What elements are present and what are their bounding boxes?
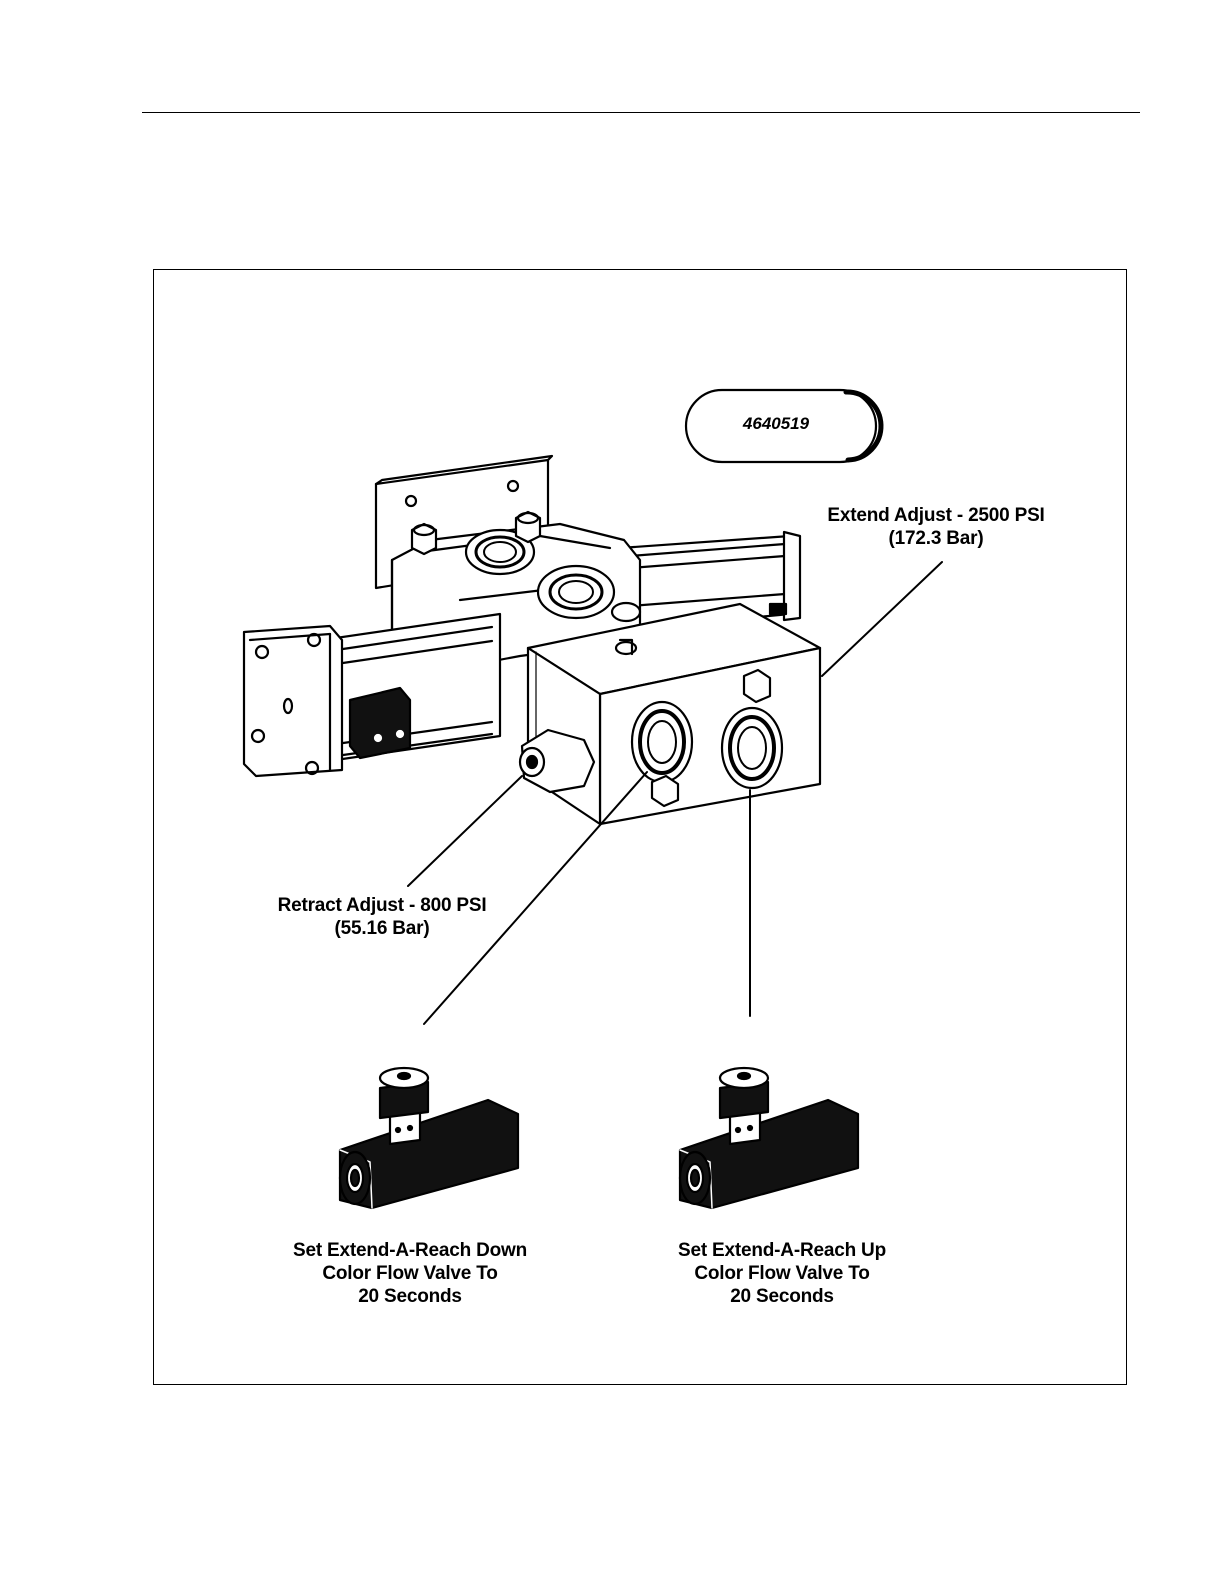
down-valve-line3: 20 Seconds bbox=[270, 1285, 550, 1308]
retract-adjust-pressure: Retract Adjust - 800 PSI bbox=[256, 894, 508, 917]
extend-adjust-pressure: Extend Adjust - 2500 PSI bbox=[806, 504, 1066, 527]
flow-valve-down bbox=[340, 1068, 518, 1208]
up-valve-line1: Set Extend-A-Reach Up bbox=[652, 1239, 912, 1262]
extend-adjust-callout: Extend Adjust - 2500 PSI (172.3 Bar) bbox=[806, 504, 1066, 550]
extend-adjust-bar: (172.3 Bar) bbox=[806, 527, 1066, 550]
up-valve-callout: Set Extend-A-Reach Up Color Flow Valve T… bbox=[652, 1239, 912, 1308]
down-valve-line1: Set Extend-A-Reach Down bbox=[270, 1239, 550, 1262]
retract-adjust-callout: Retract Adjust - 800 PSI (55.16 Bar) bbox=[256, 894, 508, 940]
left-cylinder bbox=[244, 614, 500, 776]
up-valve-line2: Color Flow Valve To bbox=[652, 1262, 912, 1285]
down-valve-callout: Set Extend-A-Reach Down Color Flow Valve… bbox=[270, 1239, 550, 1308]
flow-valve-up bbox=[680, 1068, 858, 1208]
retract-adjust-bar: (55.16 Bar) bbox=[256, 917, 508, 940]
up-valve-line3: 20 Seconds bbox=[652, 1285, 912, 1308]
down-valve-line2: Color Flow Valve To bbox=[270, 1262, 550, 1285]
part-number: 4640519 bbox=[681, 388, 871, 460]
